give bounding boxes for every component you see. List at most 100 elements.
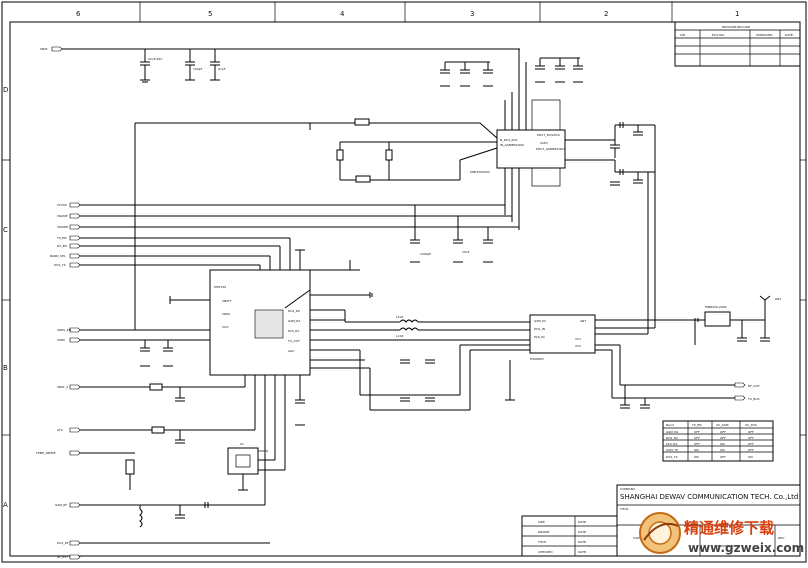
pa-ground-pins <box>531 167 561 187</box>
switch-pin-label: PCS_IN <box>534 335 544 339</box>
ic-pin-label: VREG <box>222 312 231 316</box>
table-cell: OFF <box>748 430 754 434</box>
revision-header: LTR <box>680 33 685 37</box>
date-label: DATE: <box>578 540 587 544</box>
row-label: C <box>3 226 8 234</box>
ic-pin-label: PCS_RX <box>288 329 299 333</box>
pa-ground-pins <box>531 99 561 131</box>
revision-header: ECO NO: <box>712 33 725 37</box>
lower-left-nets: VREG_EN VMID VBAT_2 AFC TEMP_SENSE GSM_R… <box>35 327 270 560</box>
table-cell: OFF <box>748 448 754 452</box>
title-block-field: CHECKED <box>538 550 553 554</box>
title-block-field: SIZE <box>538 520 545 524</box>
company-label: COMPANY: <box>620 487 635 491</box>
connector-ref: MM8430-2600 <box>705 305 727 309</box>
switch-pin-label: VC2 <box>575 344 581 348</box>
table-cell: OFF <box>694 436 700 440</box>
pa-pin-label: IN_GSM850/900 <box>500 143 524 147</box>
col-label: 5 <box>208 10 212 18</box>
table-cell: GSM_TX <box>666 448 678 452</box>
net-label: TX_EN <box>56 236 67 240</box>
net-label: ANT <box>775 297 781 301</box>
row-label: A <box>3 501 8 509</box>
switch-pin-label: GSM_IN <box>534 319 545 323</box>
revision-header: APPROVED: <box>756 33 773 37</box>
date-label: DATE: <box>578 520 587 524</box>
rf-connector-body <box>704 311 731 327</box>
transceiver-ref: MT6139 <box>214 285 226 289</box>
revision-block: REVISION RECORD LTR ECO NO: APPROVED: DA… <box>674 21 801 67</box>
tcxo-freq: 26MHz <box>258 449 269 453</box>
net-label: RX_EN <box>57 244 67 248</box>
row-label: D <box>3 86 8 94</box>
table-cell: ON <box>694 455 699 459</box>
net-label: VREG_EN <box>57 328 71 332</box>
transceiver-ic: MT6139 VBATT VREG VCO DCS_RX GSM_RX PCS_… <box>169 249 373 376</box>
net-label: BAND_SEL <box>50 254 66 258</box>
table-cell: ON <box>748 455 753 459</box>
switch-body <box>529 314 596 354</box>
truth-table: Band TX_EN VC_GSM VC_DCS GSM_RX OFF OFF … <box>662 420 774 462</box>
code-label: CODE <box>633 536 642 540</box>
table-cell: ON <box>694 448 699 452</box>
tcxo-body <box>227 447 259 475</box>
pa-body <box>496 129 566 169</box>
ic-pin-label: VBATT <box>222 299 232 303</box>
col-label: 3 <box>470 10 474 18</box>
pa-module: POUT_DCS/PCS POUT_GSM850/900 N_DCS_PCS I… <box>470 49 566 230</box>
net-label: VMODE <box>57 225 68 229</box>
col-label: 1 <box>735 10 739 18</box>
inductor-label: L101 <box>396 315 403 319</box>
switch-pin-label: DCS_IN <box>534 327 545 331</box>
ic-pin-label: DCS_RX <box>288 309 300 313</box>
cap-label: 100pF <box>193 67 203 71</box>
table-cell: OFF <box>748 436 754 440</box>
ic-pin-label: VCO <box>222 325 229 329</box>
watermark-text: 精通维修下载 <box>684 519 774 537</box>
table-cell: OFF <box>694 430 700 434</box>
switch-ref: HS06825 <box>530 357 544 361</box>
watermark: 精通维修下载 www.gzweix.com <box>639 512 804 555</box>
column-markers: 6 5 4 3 2 1 <box>76 2 739 22</box>
table-cell: GSM_RX <box>666 430 678 434</box>
table-header: TX_EN <box>691 423 702 427</box>
net-label: VTCXO <box>57 203 68 207</box>
title-block-field: TITLE <box>537 540 546 544</box>
company-name: SHANGHAI DEWAV COMMUNICATION TECH. Co.,L… <box>620 493 798 501</box>
rx-matching: L101 L102 <box>344 310 530 411</box>
net-label: AFC <box>57 428 63 432</box>
revision-header: DATE: <box>785 33 794 37</box>
control-nets: VTCXO VRAMP VMODE TX_EN RX_EN BAND_SEL D… <box>50 202 519 270</box>
table-cell: PCS_RX <box>666 442 677 446</box>
pa-ref: MPP3300000 <box>470 170 490 174</box>
date-label: DATE: <box>578 530 587 534</box>
pa-output-network <box>565 122 656 335</box>
table-cell: OFF <box>720 430 726 434</box>
pa-pin-label: POUT_DCS/PCS <box>537 133 560 137</box>
vbat-rail: VBAT 22uF/16V 100pF 47pF <box>40 46 520 83</box>
tcxo: X1 26MHz <box>227 375 305 491</box>
ic-pin-label: TX_OUT <box>287 339 300 343</box>
cap-label: 1000pF <box>420 252 432 256</box>
cap-label: 10nF <box>462 250 470 254</box>
rev-label: REV: <box>778 536 785 540</box>
antenna-connector: MM8430-2600 ANT <box>690 295 781 345</box>
pa-pin-label: POUT_GSM850/900 <box>536 147 565 151</box>
net-label: TEMP_SENSE <box>35 451 56 455</box>
net-label: DCS_TX <box>54 263 66 267</box>
table-cell: OFF <box>694 442 700 446</box>
title-block: COMPANY: SHANGHAI DEWAV COMMUNICATION TE… <box>521 484 801 557</box>
row-markers: D C B A <box>2 86 806 509</box>
table-cell: OFF <box>720 436 726 440</box>
watermark-url: www.gzweix.com <box>688 541 804 555</box>
revision-title: REVISION RECORD <box>722 25 751 29</box>
col-label: 4 <box>340 10 345 18</box>
pa-input-network <box>134 118 498 331</box>
drawing-frame <box>9 21 801 557</box>
date-label: DATE: <box>578 550 587 554</box>
table-header: Band <box>666 423 674 427</box>
table-cell: ON <box>720 448 725 452</box>
